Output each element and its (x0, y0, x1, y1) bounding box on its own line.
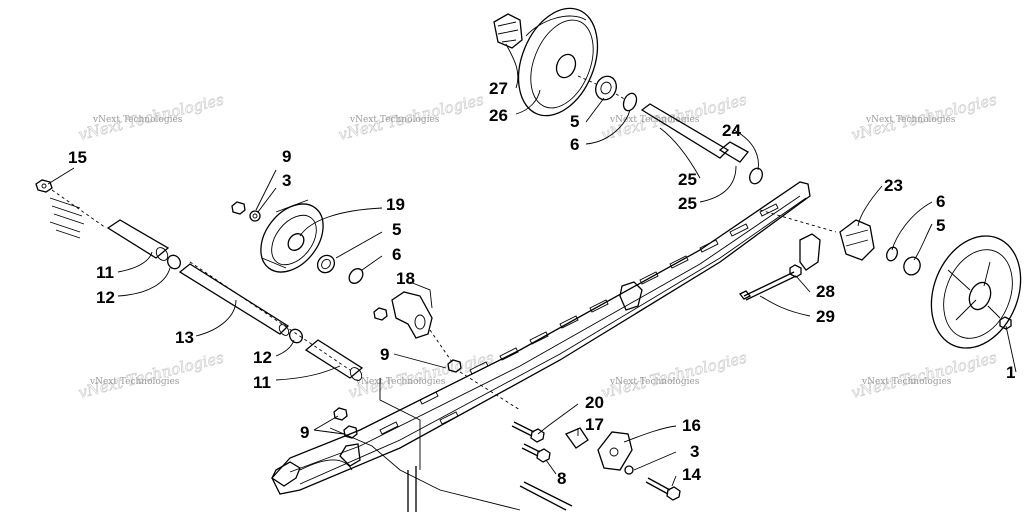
callout-9: 9 (282, 147, 291, 166)
svg-text:vNext Technologies: vNext Technologies (850, 348, 999, 402)
callout-8: 8 (557, 469, 566, 488)
left-shaft-assembly (35, 179, 364, 381)
watermark-text: vNext Technologies (609, 115, 700, 125)
svg-text:vNext Technologies: vNext Technologies (600, 348, 749, 402)
callout-14: 15 (68, 148, 87, 167)
watermark-text: vNext Technologies (865, 115, 956, 125)
callout-5: 5 (936, 216, 945, 235)
callout-9: 9 (300, 423, 309, 442)
svg-text:vNext Technologies: vNext Technologies (347, 348, 496, 402)
upper-idler-wheel (493, 7, 763, 185)
svg-text:vNext Technologies: vNext Technologies (77, 348, 226, 402)
watermark-text: vNext Technologies (609, 377, 700, 387)
callout-11: 11 (96, 263, 114, 282)
callout-16: 16 (682, 416, 701, 435)
watermark-text: vNext Technologies (349, 115, 440, 125)
watermark-text: vNext Technologies (355, 377, 446, 387)
callout-26: 25 (678, 170, 697, 189)
callout-17: 17 (585, 415, 604, 434)
callout-27: 26 (489, 106, 508, 125)
callout-23: 23 (884, 176, 903, 195)
center-idler-wheel (231, 199, 364, 284)
callout-3: 3 (282, 171, 291, 190)
callout-13: 13 (175, 328, 194, 347)
callout-29: 28 (816, 282, 835, 301)
callout-6: 6 (570, 135, 579, 154)
callout-15: 14 (682, 465, 701, 484)
watermark-group: vNext Technologies vNext Technologies vN… (76, 90, 999, 402)
callout-6: 6 (936, 192, 945, 211)
callout-19: 19 (386, 195, 405, 214)
suspension-rail (49, 181, 821, 512)
rear-idler-wheel (738, 209, 1022, 349)
watermark-text: vNext Technologies (92, 115, 183, 125)
callout-3: 3 (690, 442, 699, 461)
callout-6: 6 (392, 245, 401, 264)
callout-28: 27 (489, 79, 508, 98)
callout-18: 18 (396, 269, 415, 288)
callout-11: 11 (253, 373, 271, 392)
callout-20: 20 (585, 393, 604, 412)
leader-lines (47, 43, 1017, 487)
callout-1: 1 (1006, 363, 1015, 382)
pivot-arm (333, 291, 521, 439)
callout-12: 12 (96, 288, 115, 307)
callout-25: 25 (678, 194, 697, 213)
watermark-text: vNext Technologies (861, 377, 952, 387)
callout-5: 5 (392, 220, 401, 239)
callout-5: 5 (570, 112, 579, 131)
callout-9: 9 (380, 345, 389, 364)
callout-30: 29 (816, 307, 835, 326)
callout-24: 24 (722, 121, 741, 140)
callout-12: 12 (253, 348, 272, 367)
watermark-text: vNext Technologies (89, 377, 180, 387)
lower-fastener-group (511, 421, 681, 511)
callout-labels: 15 9 3 19 5 6 18 11 12 13 12 11 9 9 20 1… (68, 79, 1015, 488)
